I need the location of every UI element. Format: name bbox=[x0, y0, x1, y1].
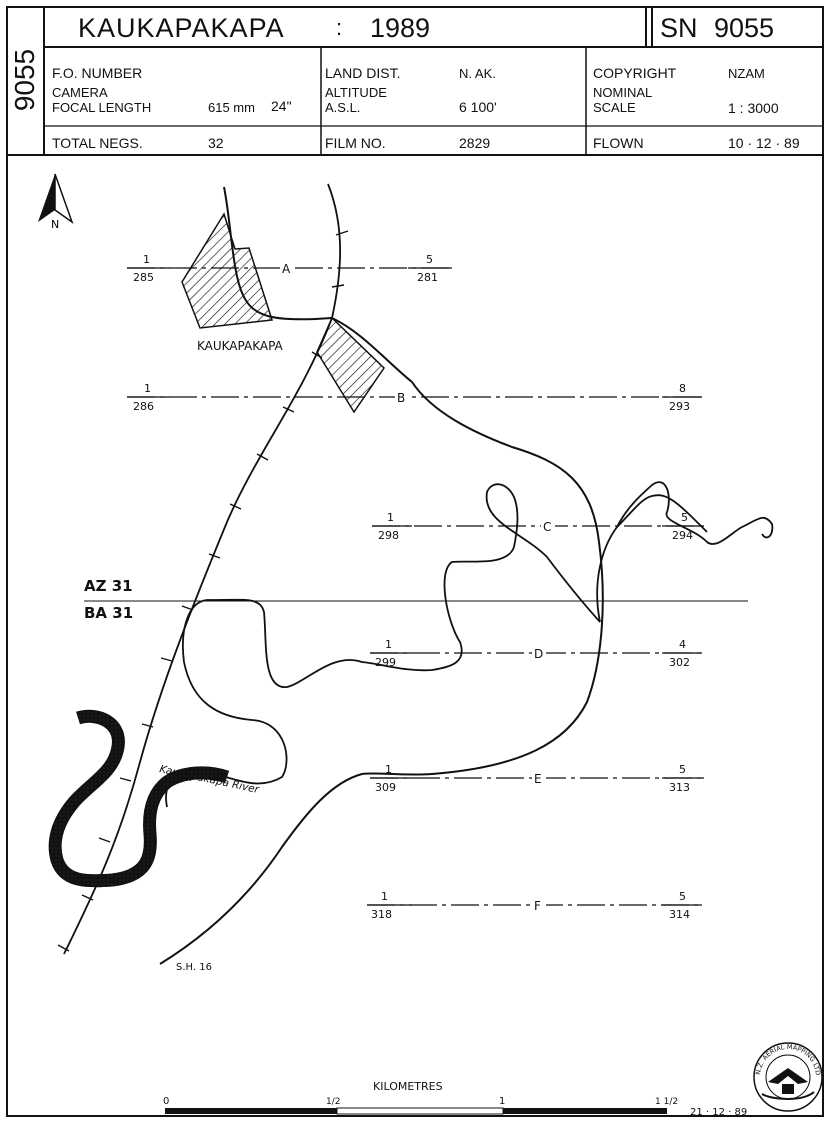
scale-tick-0: 0 bbox=[163, 1096, 169, 1107]
run-d-end-bottom: 302 bbox=[669, 656, 690, 669]
focal-length-label: FOCAL LENGTH bbox=[52, 100, 152, 115]
run-d-start-bottom: 299 bbox=[375, 656, 396, 669]
run-a-start-top: 1 bbox=[143, 253, 150, 266]
fo-number-label: F.O. NUMBER bbox=[52, 65, 143, 81]
town-label: KAUKAPAKAPA bbox=[197, 339, 284, 353]
scale-value: 1 : 3000 bbox=[728, 100, 779, 116]
east-road bbox=[596, 481, 774, 623]
film-no-value: 2829 bbox=[459, 135, 491, 151]
year: 1989 bbox=[370, 13, 431, 43]
east-road-spur bbox=[616, 494, 708, 533]
copyright-value: NZAM bbox=[728, 66, 765, 81]
run-c-start-bottom: 298 bbox=[378, 529, 399, 542]
asl-label: A.S.L. bbox=[325, 100, 361, 115]
run-c-end-bottom: 294 bbox=[672, 529, 693, 542]
altitude-label: ALTITUDE bbox=[325, 85, 387, 100]
run-c-letter: C bbox=[543, 520, 551, 534]
sn-label: SN bbox=[660, 13, 698, 43]
railway-ticks bbox=[57, 230, 349, 952]
altitude-value: 6 100' bbox=[459, 99, 497, 115]
run-a-end-bottom: 281 bbox=[417, 271, 438, 284]
run-a-start-bottom: 285 bbox=[133, 271, 154, 284]
flight-plan-map: N bbox=[38, 173, 822, 1116]
map-sheet: 9055 KAUKAPAKAPA : 1989 SN 9055 F.O. NUM… bbox=[6, 6, 824, 1117]
run-d-letter: D bbox=[534, 647, 543, 661]
run-a-end-top: 5 bbox=[426, 253, 433, 266]
run-f-end-bottom: 314 bbox=[669, 908, 690, 921]
scale-label: SCALE bbox=[593, 100, 636, 115]
run-e-end-top: 5 bbox=[679, 763, 686, 776]
land-dist-label: LAND DIST. bbox=[325, 65, 401, 81]
run-e-start-top: 1 bbox=[385, 763, 392, 776]
run-b-end-bottom: 293 bbox=[669, 400, 690, 413]
run-f-start-bottom: 318 bbox=[371, 908, 392, 921]
coverage-area-north bbox=[181, 212, 273, 329]
grid-label-az31: AZ 31 bbox=[84, 577, 133, 595]
flown-value: 10 · 12 · 89 bbox=[728, 135, 800, 151]
copyright-label: COPYRIGHT bbox=[593, 65, 677, 81]
run-c-start-top: 1 bbox=[387, 511, 394, 524]
focal-length-in: 24" bbox=[271, 98, 292, 114]
focal-length-mm: 615 mm bbox=[208, 100, 255, 115]
run-f-start-top: 1 bbox=[381, 890, 388, 903]
run-e-start-bottom: 309 bbox=[375, 781, 396, 794]
total-negs-label: TOTAL NEGS. bbox=[52, 135, 143, 151]
run-c-end-top: 5 bbox=[681, 511, 688, 524]
camera-label: CAMERA bbox=[52, 85, 108, 100]
railway-line bbox=[63, 183, 342, 955]
loop-road bbox=[165, 483, 601, 808]
sheet-number-vertical: 9055 bbox=[9, 48, 40, 112]
highway-label: S.H. 16 bbox=[176, 962, 212, 973]
north-label: N bbox=[51, 218, 59, 231]
header-grid bbox=[8, 8, 822, 156]
run-d-end-top: 4 bbox=[679, 638, 686, 651]
river-fill bbox=[50, 711, 229, 886]
nominal-label: NOMINAL bbox=[593, 85, 653, 100]
land-dist-value: N. AK. bbox=[459, 66, 496, 81]
scale-tick-1: 1 bbox=[499, 1096, 505, 1107]
state-highway-16 bbox=[159, 186, 604, 965]
run-b-start-top: 1 bbox=[144, 382, 151, 395]
flown-label: FLOWN bbox=[593, 135, 644, 151]
run-b-letter: B bbox=[397, 391, 405, 405]
scale-bar-title: KILOMETRES bbox=[373, 1080, 443, 1093]
run-e-end-bottom: 313 bbox=[669, 781, 690, 794]
run-d-start-top: 1 bbox=[385, 638, 392, 651]
footer-date: 21 · 12 · 89 bbox=[690, 1107, 747, 1116]
run-f-letter: F bbox=[534, 899, 541, 913]
scale-bar: KILOMETRES 0 1/2 1 1 1/2 bbox=[163, 1080, 678, 1115]
place-name: KAUKAPAKAPA bbox=[78, 13, 285, 43]
total-negs-value: 32 bbox=[208, 135, 224, 151]
film-no-label: FILM NO. bbox=[325, 135, 386, 151]
run-e-letter: E bbox=[534, 772, 542, 786]
run-f-end-top: 5 bbox=[679, 890, 686, 903]
title-colon: : bbox=[336, 15, 343, 40]
sn-value: 9055 bbox=[714, 13, 775, 43]
aerial-mapping-logo-icon: N.Z. AERIAL MAPPING LTD bbox=[753, 1042, 822, 1112]
scale-tick-half: 1/2 bbox=[326, 1097, 340, 1107]
scale-tick-1-half: 1 1/2 bbox=[655, 1097, 678, 1107]
grid-label-ba31: BA 31 bbox=[84, 604, 133, 622]
north-arrow-icon: N bbox=[38, 173, 74, 231]
run-b-start-bottom: 286 bbox=[133, 400, 154, 413]
run-a-letter: A bbox=[282, 262, 291, 276]
run-b-end-top: 8 bbox=[679, 382, 686, 395]
